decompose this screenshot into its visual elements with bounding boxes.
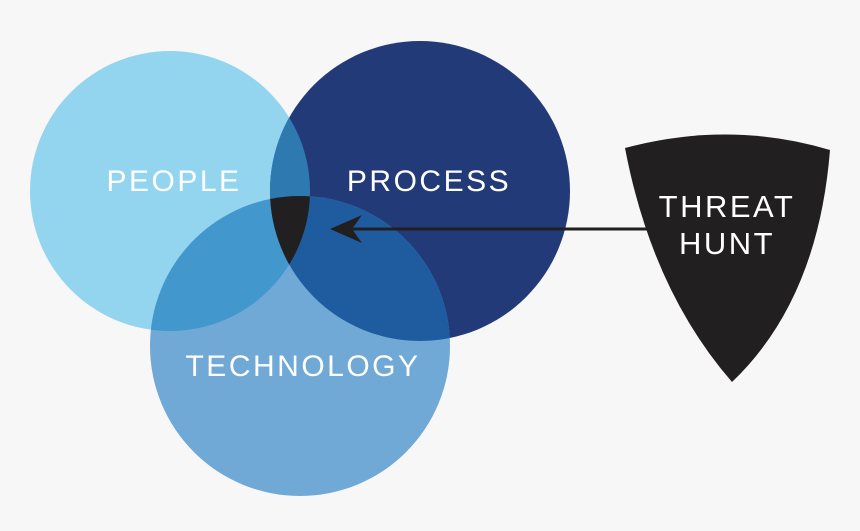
people-technology-overlap	[150, 196, 310, 331]
technology-label: TECHNOLOGY	[185, 350, 420, 383]
shield-label-line1: THREAT	[659, 189, 796, 224]
process-label: PROCESS	[347, 165, 511, 198]
arrowhead-icon	[330, 215, 362, 243]
threat-hunt-shield-icon	[625, 134, 830, 382]
people-label: PEOPLE	[106, 165, 241, 198]
shield-label-line2: HUNT	[679, 226, 775, 261]
process-technology-overlap	[270, 196, 450, 341]
